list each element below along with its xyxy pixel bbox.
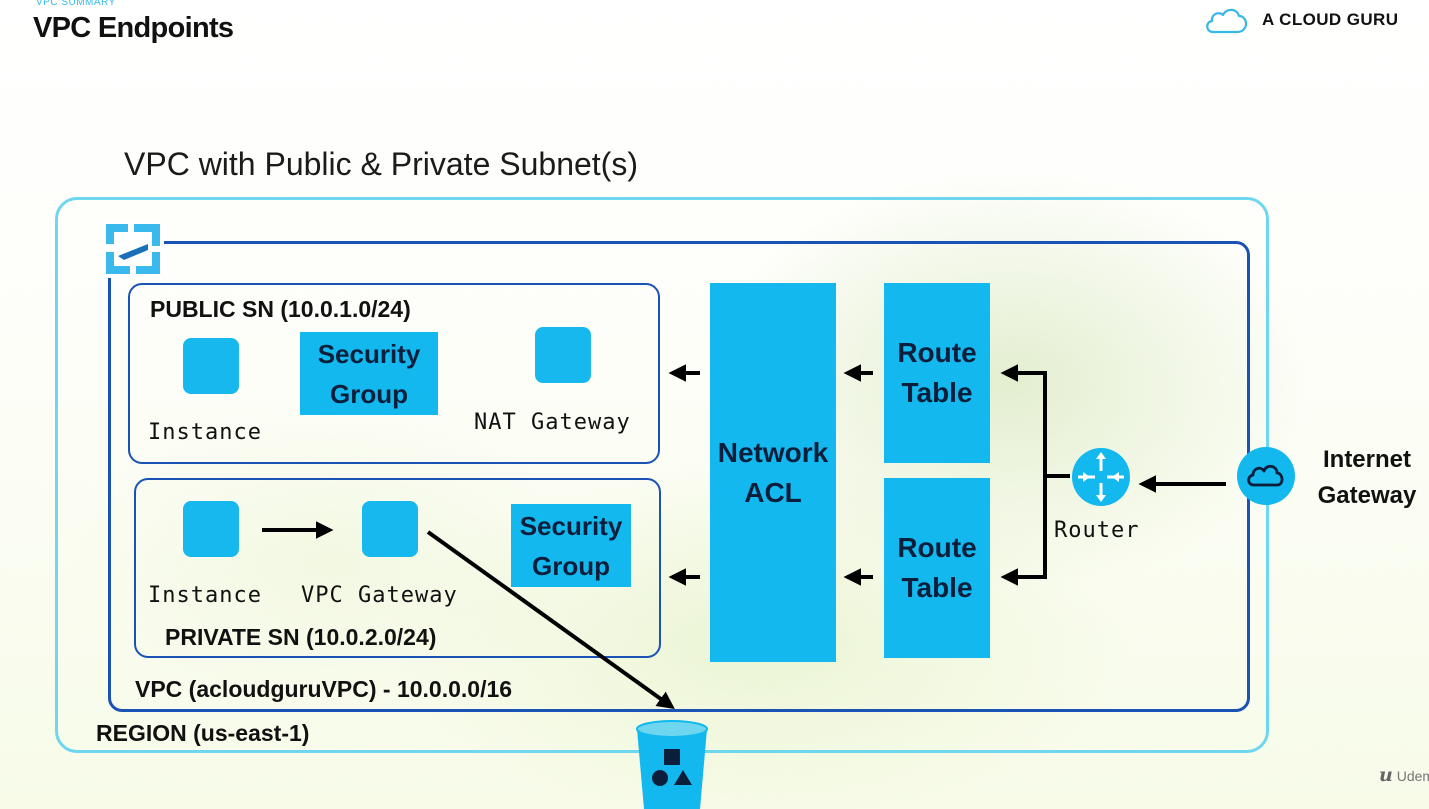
- private-instance-label: Instance: [148, 583, 262, 608]
- network-acl-line2: ACL: [744, 476, 802, 508]
- public-security-group: Security Group: [300, 332, 438, 415]
- network-acl: Network ACL: [710, 283, 836, 662]
- watermark-text: Udem: [1396, 768, 1429, 784]
- private-security-group: Security Group: [511, 504, 631, 587]
- public-security-group-line2: Group: [330, 378, 408, 409]
- private-subnet: [134, 478, 661, 658]
- udemy-logo-icon: u: [1379, 764, 1393, 786]
- route-table-top-line1: Route: [897, 337, 977, 368]
- vpc-label: VPC (acloudguruVPC) - 10.0.0.0/16: [135, 676, 513, 702]
- public-security-group-line1: Security: [317, 338, 421, 369]
- header-kicker: VPC SUMMARY: [36, 0, 116, 8]
- vpc-gateway-icon: [362, 501, 418, 557]
- route-table-bottom: Route Table: [884, 478, 990, 658]
- s3-bucket-icon: [636, 720, 708, 809]
- public-subnet-label: PUBLIC SN (10.0.1.0/24): [150, 296, 411, 322]
- brand-logo: A CLOUD GURU: [1203, 5, 1398, 35]
- router-to-rt-top-arrow: [1000, 364, 1070, 478]
- route-table-bottom-line2: Table: [901, 572, 973, 603]
- router-label: Router: [1054, 518, 1140, 543]
- nat-gateway-label: NAT Gateway: [474, 410, 631, 435]
- private-subnet-label: PRIVATE SN (10.0.2.0/24): [165, 624, 437, 650]
- vpc-icon: [102, 220, 164, 278]
- private-security-group-line2: Group: [532, 550, 610, 581]
- route-table-bottom-line1: Route: [897, 532, 977, 563]
- private-security-group-line1: Security: [519, 510, 623, 541]
- internet-gateway-line2: Gateway: [1317, 482, 1417, 509]
- route-table-top: Route Table: [884, 283, 990, 463]
- nat-gateway-icon: [535, 327, 591, 383]
- router-icon: [1072, 448, 1130, 506]
- router-to-rt-bottom-arrow: [1000, 476, 1047, 586]
- page-title: VPC Endpoints: [33, 12, 234, 44]
- route-table-top-line2: Table: [901, 377, 973, 408]
- public-instance-icon: [183, 338, 239, 394]
- watermark: u Udem: [1379, 764, 1429, 786]
- internet-gateway-line1: Internet: [1322, 446, 1411, 473]
- brand-name: A CLOUD GURU: [1262, 10, 1399, 29]
- internet-gateway-cloud-icon: [1237, 447, 1295, 505]
- gateway-to-s3-arrow: [426, 530, 675, 710]
- private-instance-icon: [183, 501, 239, 557]
- diagram-title: VPC with Public & Private Subnet(s): [124, 146, 638, 182]
- region-label: REGION (us-east-1): [96, 720, 310, 746]
- internet-gateway-label: Internet Gateway: [1306, 442, 1428, 514]
- public-instance-label: Instance: [148, 420, 262, 445]
- vpc-gateway-label: VPC Gateway: [301, 583, 458, 608]
- network-acl-line1: Network: [717, 436, 829, 468]
- cloud-outline-icon: [1206, 8, 1248, 34]
- public-subnet: [128, 283, 660, 464]
